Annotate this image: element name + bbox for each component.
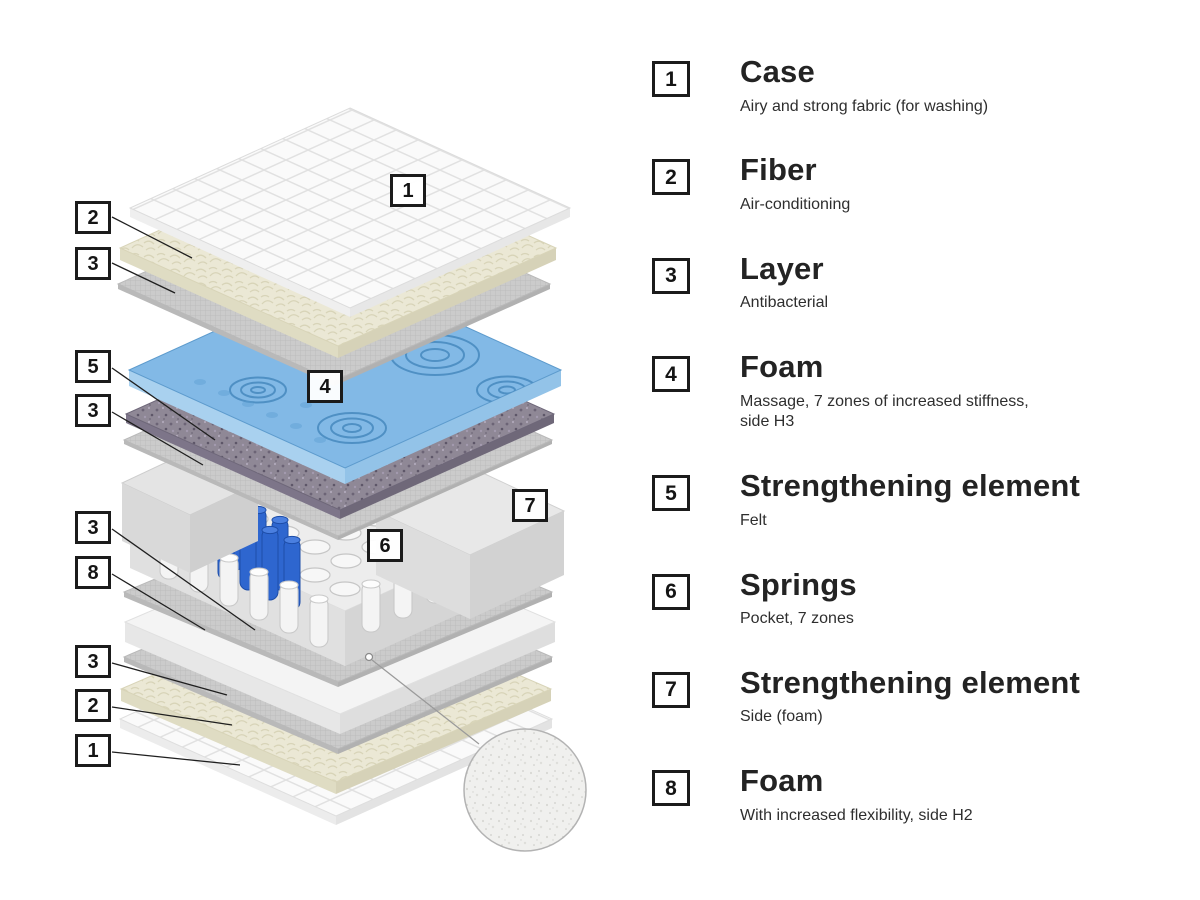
legend-title: Foam (740, 349, 824, 385)
layer-callout: 3 (75, 247, 111, 280)
legend-number-box: 2 (652, 159, 690, 196)
legend-item-strengthening-side: 7 Strengthening element Side (foam) (652, 664, 1157, 728)
layer-callout: 2 (75, 689, 111, 722)
layer-callout: 3 (75, 645, 111, 678)
callout-lines (111, 216, 256, 766)
layer-callout: 3 (75, 394, 111, 427)
legend: 1 Case Airy and strong fabric (for washi… (652, 54, 1157, 827)
legend-number-box: 1 (652, 61, 690, 97)
legend-description: Felt (740, 511, 767, 529)
legend-number-box: 5 (652, 475, 690, 512)
layer-callout: 3 (75, 511, 111, 544)
layer-callout: 2 (75, 201, 111, 234)
legend-number-box: 8 (652, 770, 690, 807)
legend-description: Antibacterial (740, 294, 829, 312)
legend-description: With increased flexibility, side H2 (740, 806, 973, 824)
legend-number-box: 4 (652, 356, 690, 393)
legend-item-strengthening-felt: 5 Strengthening element Felt (652, 470, 1157, 531)
legend-description: Air-conditioning (740, 195, 851, 213)
layer-callout: 4 (307, 370, 343, 403)
legend-description: Side (foam) (740, 708, 823, 726)
legend-description: Airy and strong fabric (for washing) (740, 97, 989, 115)
legend-title: Strengthening element (740, 664, 1081, 700)
mattress-exploded-view: 2 3 5 3 3 8 3 2 1 1 4 7 6 (75, 107, 587, 852)
legend-item-case: 1 Case Airy and strong fabric (for washi… (652, 54, 1157, 117)
legend-title: Fiber (740, 152, 817, 188)
layer-callout: 8 (75, 556, 111, 589)
legend-title: Layer (740, 250, 824, 286)
legend-title: Foam (740, 763, 824, 799)
legend-item-foam-flex: 8 Foam With increased flexibility, side … (652, 765, 1157, 826)
legend-item-fiber: 2 Fiber Air-conditioning (652, 154, 1157, 215)
legend-title: Strengthening element (740, 468, 1081, 504)
layer-callout: 6 (367, 529, 403, 562)
layer-callout: 7 (512, 489, 548, 522)
layer-callout: 5 (75, 350, 111, 383)
legend-title: Springs (740, 566, 857, 602)
legend-description: Massage, 7 zones of increased stiffness,… (740, 392, 1029, 431)
legend-number-box: 6 (652, 573, 690, 610)
layer-callout: 1 (390, 174, 426, 207)
layer-callout: 1 (75, 734, 111, 767)
legend-number-box: 3 (652, 257, 690, 294)
foam-texture-magnifier (364, 652, 587, 852)
legend-item-foam-massage: 4 Foam Massage, 7 zones of increased sti… (652, 349, 1157, 433)
legend-number-box: 7 (652, 671, 690, 708)
legend-description: Pocket, 7 zones (740, 610, 854, 628)
mattress-illustration (111, 107, 587, 852)
layer-case-top (128, 107, 572, 317)
legend-title: Case (740, 54, 815, 89)
legend-item-springs: 6 Springs Pocket, 7 zones (652, 566, 1157, 630)
legend-item-layer: 3 Layer Antibacterial (652, 250, 1157, 314)
